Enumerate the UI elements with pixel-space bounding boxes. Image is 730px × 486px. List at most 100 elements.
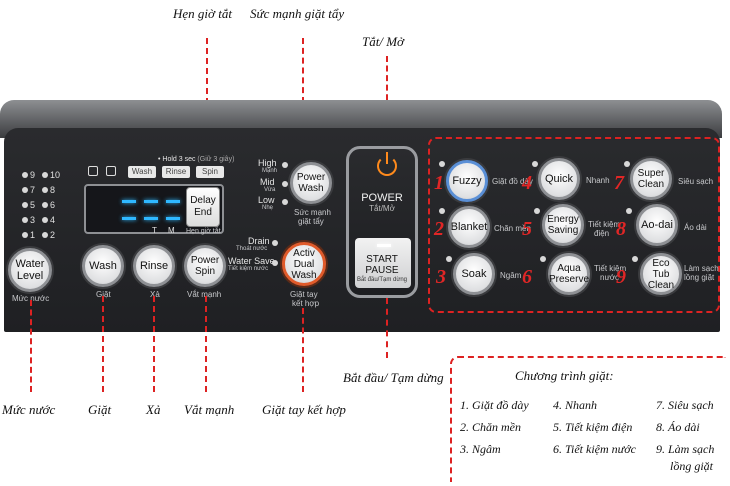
legend-item-7: 7. Siêu sạch (656, 398, 714, 412)
annotation-combined-hand-wash: Giặt tay kết hợp (262, 402, 346, 417)
level-low: Low (258, 195, 275, 205)
program-led-5 (534, 208, 540, 214)
annotation-start-pause: Bắt đầu/ Tạm dừng (343, 370, 444, 385)
annotation-spin: Vắt mạnh (184, 402, 235, 417)
annotation-water-level: Mức nước (2, 402, 56, 417)
legend-item-4: 4. Nhanh (553, 398, 598, 412)
legend-item-6: 6. Tiết kiệm nước (553, 442, 636, 456)
legend-item-5: 5. Tiết kiệm điện (553, 420, 633, 434)
program-sub-3: Ngâm (500, 271, 522, 280)
power-wash-sub2: giặt tẩy (298, 217, 324, 226)
tab-spin-indicator: Spin (196, 166, 224, 178)
program-number-5: 5 (522, 218, 532, 240)
power-sub: Tắt/Mở (369, 204, 395, 213)
program-led-6 (540, 256, 546, 262)
program-number-9: 9 (616, 266, 626, 288)
program-number-6: 6 (522, 266, 532, 288)
wash-sub: Giặt (96, 290, 111, 299)
rinse-button[interactable]: Rinse (133, 245, 175, 287)
power-icon-bar (386, 152, 388, 164)
water-save-vi: Tiết kiệm nước (228, 266, 269, 272)
program-led-2 (439, 208, 445, 214)
start-label: START (366, 254, 398, 265)
program-area (428, 137, 720, 313)
program-fuzzy-button[interactable]: Fuzzy (446, 160, 488, 202)
pause-label: PAUSE (365, 265, 399, 276)
water-save-label: Water Save (228, 256, 275, 266)
program-soak-button[interactable]: Soak (453, 253, 495, 295)
program-number-4: 4 (522, 172, 532, 194)
drain-label: Drain (248, 236, 270, 246)
program-sub-7: Siêu sạch (678, 177, 714, 186)
legend-title: Chương trình giặt: (515, 368, 614, 383)
display-t-label: T (152, 226, 157, 235)
program-led-9 (632, 256, 638, 262)
water-save-led (272, 260, 278, 266)
guide-start (386, 298, 388, 358)
child-lock-icon (106, 166, 116, 176)
annotation-wash: Giặt (88, 402, 112, 417)
annotation-on-off: Tắt/ Mở (362, 34, 404, 49)
program-led-1 (439, 161, 445, 167)
program-number-8: 8 (616, 218, 626, 240)
annotation-delay-timer: Hẹn giờ tắt (173, 6, 232, 21)
start-sub: Bắt đầu/Tạm dừng (356, 277, 408, 283)
level-high: High (258, 158, 277, 168)
program-number-2: 2 (434, 218, 444, 240)
guide-wash (102, 296, 104, 392)
activ-sub1: Giặt tay (290, 290, 318, 299)
power-label[interactable]: POWER (361, 192, 403, 204)
display-m-label: M (168, 226, 175, 235)
program-led-8 (626, 208, 632, 214)
legend-item-3: 3. Ngâm (460, 442, 501, 456)
wash-button[interactable]: Wash (82, 245, 124, 287)
legend-item-2: 2. Chăn mền (460, 420, 521, 434)
program-sub-2: Chăn mền (494, 224, 531, 233)
program-ao-dai-button[interactable]: Ao-dai (636, 204, 678, 246)
tab-wash-indicator: Wash (128, 166, 156, 178)
level-low-led (282, 199, 288, 205)
legend-item-9-line2: lồng giặt (670, 459, 714, 473)
level-mid-vi: Vừa (264, 187, 276, 193)
program-sub-4: Nhanh (586, 176, 610, 185)
level-low-vi: Nhẹ (262, 205, 274, 211)
lock-icon (88, 166, 98, 176)
drain-vi: Thoát nước (236, 246, 268, 252)
tab-rinse-indicator: Rinse (162, 166, 190, 178)
program-number-3: 3 (436, 266, 446, 288)
power-icon[interactable] (377, 156, 397, 176)
guide-rinse (153, 296, 155, 392)
legend-item-8: 8. Áo dài (656, 420, 700, 434)
program-number-7: 7 (614, 172, 624, 194)
drain-led (272, 240, 278, 246)
legend-item-1: 1. Giặt đồ dày (460, 398, 529, 412)
guide-water-level (30, 300, 32, 392)
program-quick-button[interactable]: Quick (538, 158, 580, 200)
start-led (377, 244, 391, 247)
program-led-7 (624, 161, 630, 167)
program-led-4 (532, 161, 538, 167)
activ-sub2: kết hợp (292, 299, 320, 308)
annotation-wash-power: Sức mạnh giặt tẩy (250, 6, 345, 21)
program-number-1: 1 (434, 172, 444, 194)
hold-note: • Hold 3 sec (Giữ 3 giây) (158, 156, 235, 163)
program-legend (450, 356, 726, 482)
power-wash-sub1: Sức mạnh (294, 208, 331, 217)
spin-sub: Vắt mạnh (187, 290, 222, 299)
guide-activ (302, 308, 304, 392)
level-high-vi: Mạnh (262, 168, 278, 174)
program-blanket-button[interactable]: Blanket (448, 206, 490, 248)
rinse-sub: Xả (150, 290, 160, 299)
